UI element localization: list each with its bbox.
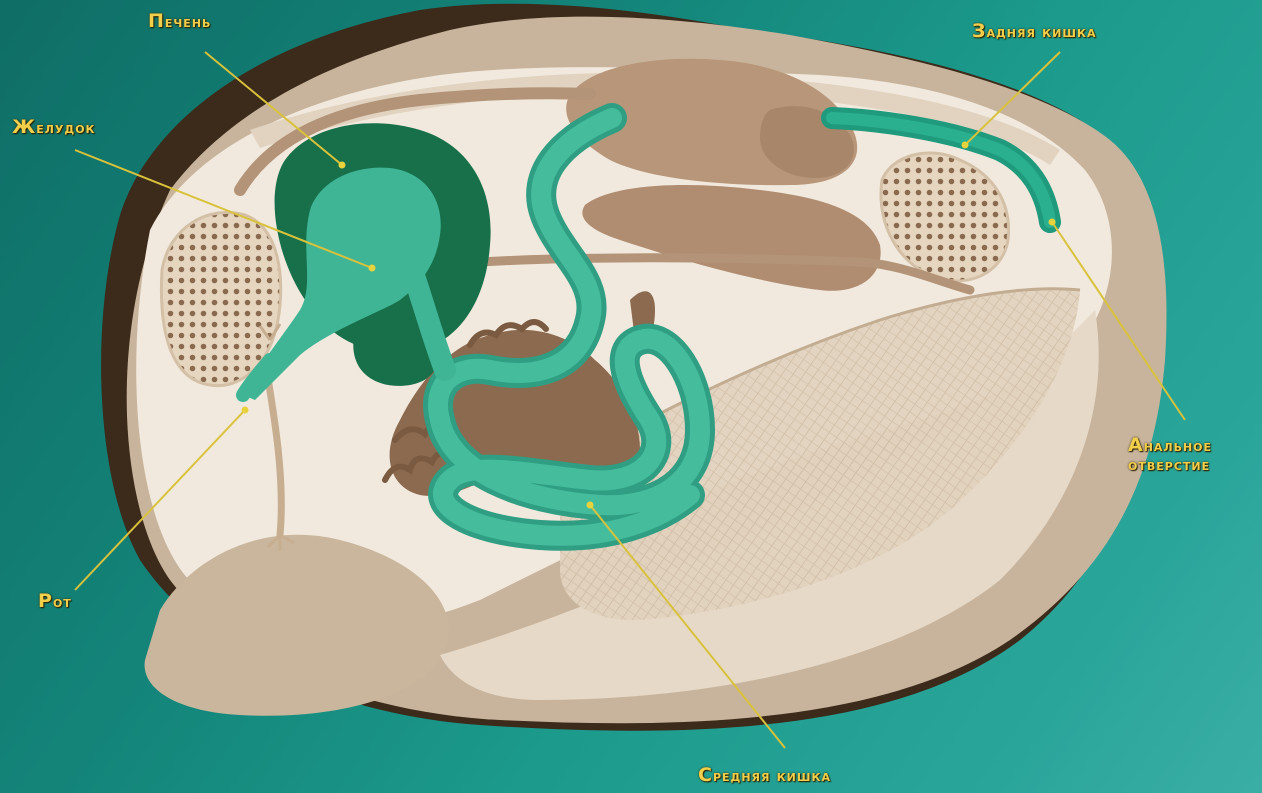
pointer-midgut	[587, 502, 594, 509]
label-anus: Анальное отверстие	[1128, 436, 1212, 475]
label-hindgut: Задняя кишка	[972, 22, 1096, 42]
label-anus-line1: Анальное	[1128, 436, 1212, 456]
label-midgut: Средняя кишка	[698, 766, 831, 786]
label-stomach: Желудок	[12, 118, 96, 138]
label-anus-line2: отверстие	[1128, 456, 1212, 475]
label-mouth: Рот	[38, 592, 72, 612]
label-liver: Печень	[148, 12, 211, 32]
pointer-anus	[1049, 219, 1056, 226]
pointer-liver	[339, 162, 346, 169]
pointer-stomach	[369, 265, 376, 272]
pointer-mouth	[242, 407, 249, 414]
pointer-hindgut	[962, 142, 969, 149]
